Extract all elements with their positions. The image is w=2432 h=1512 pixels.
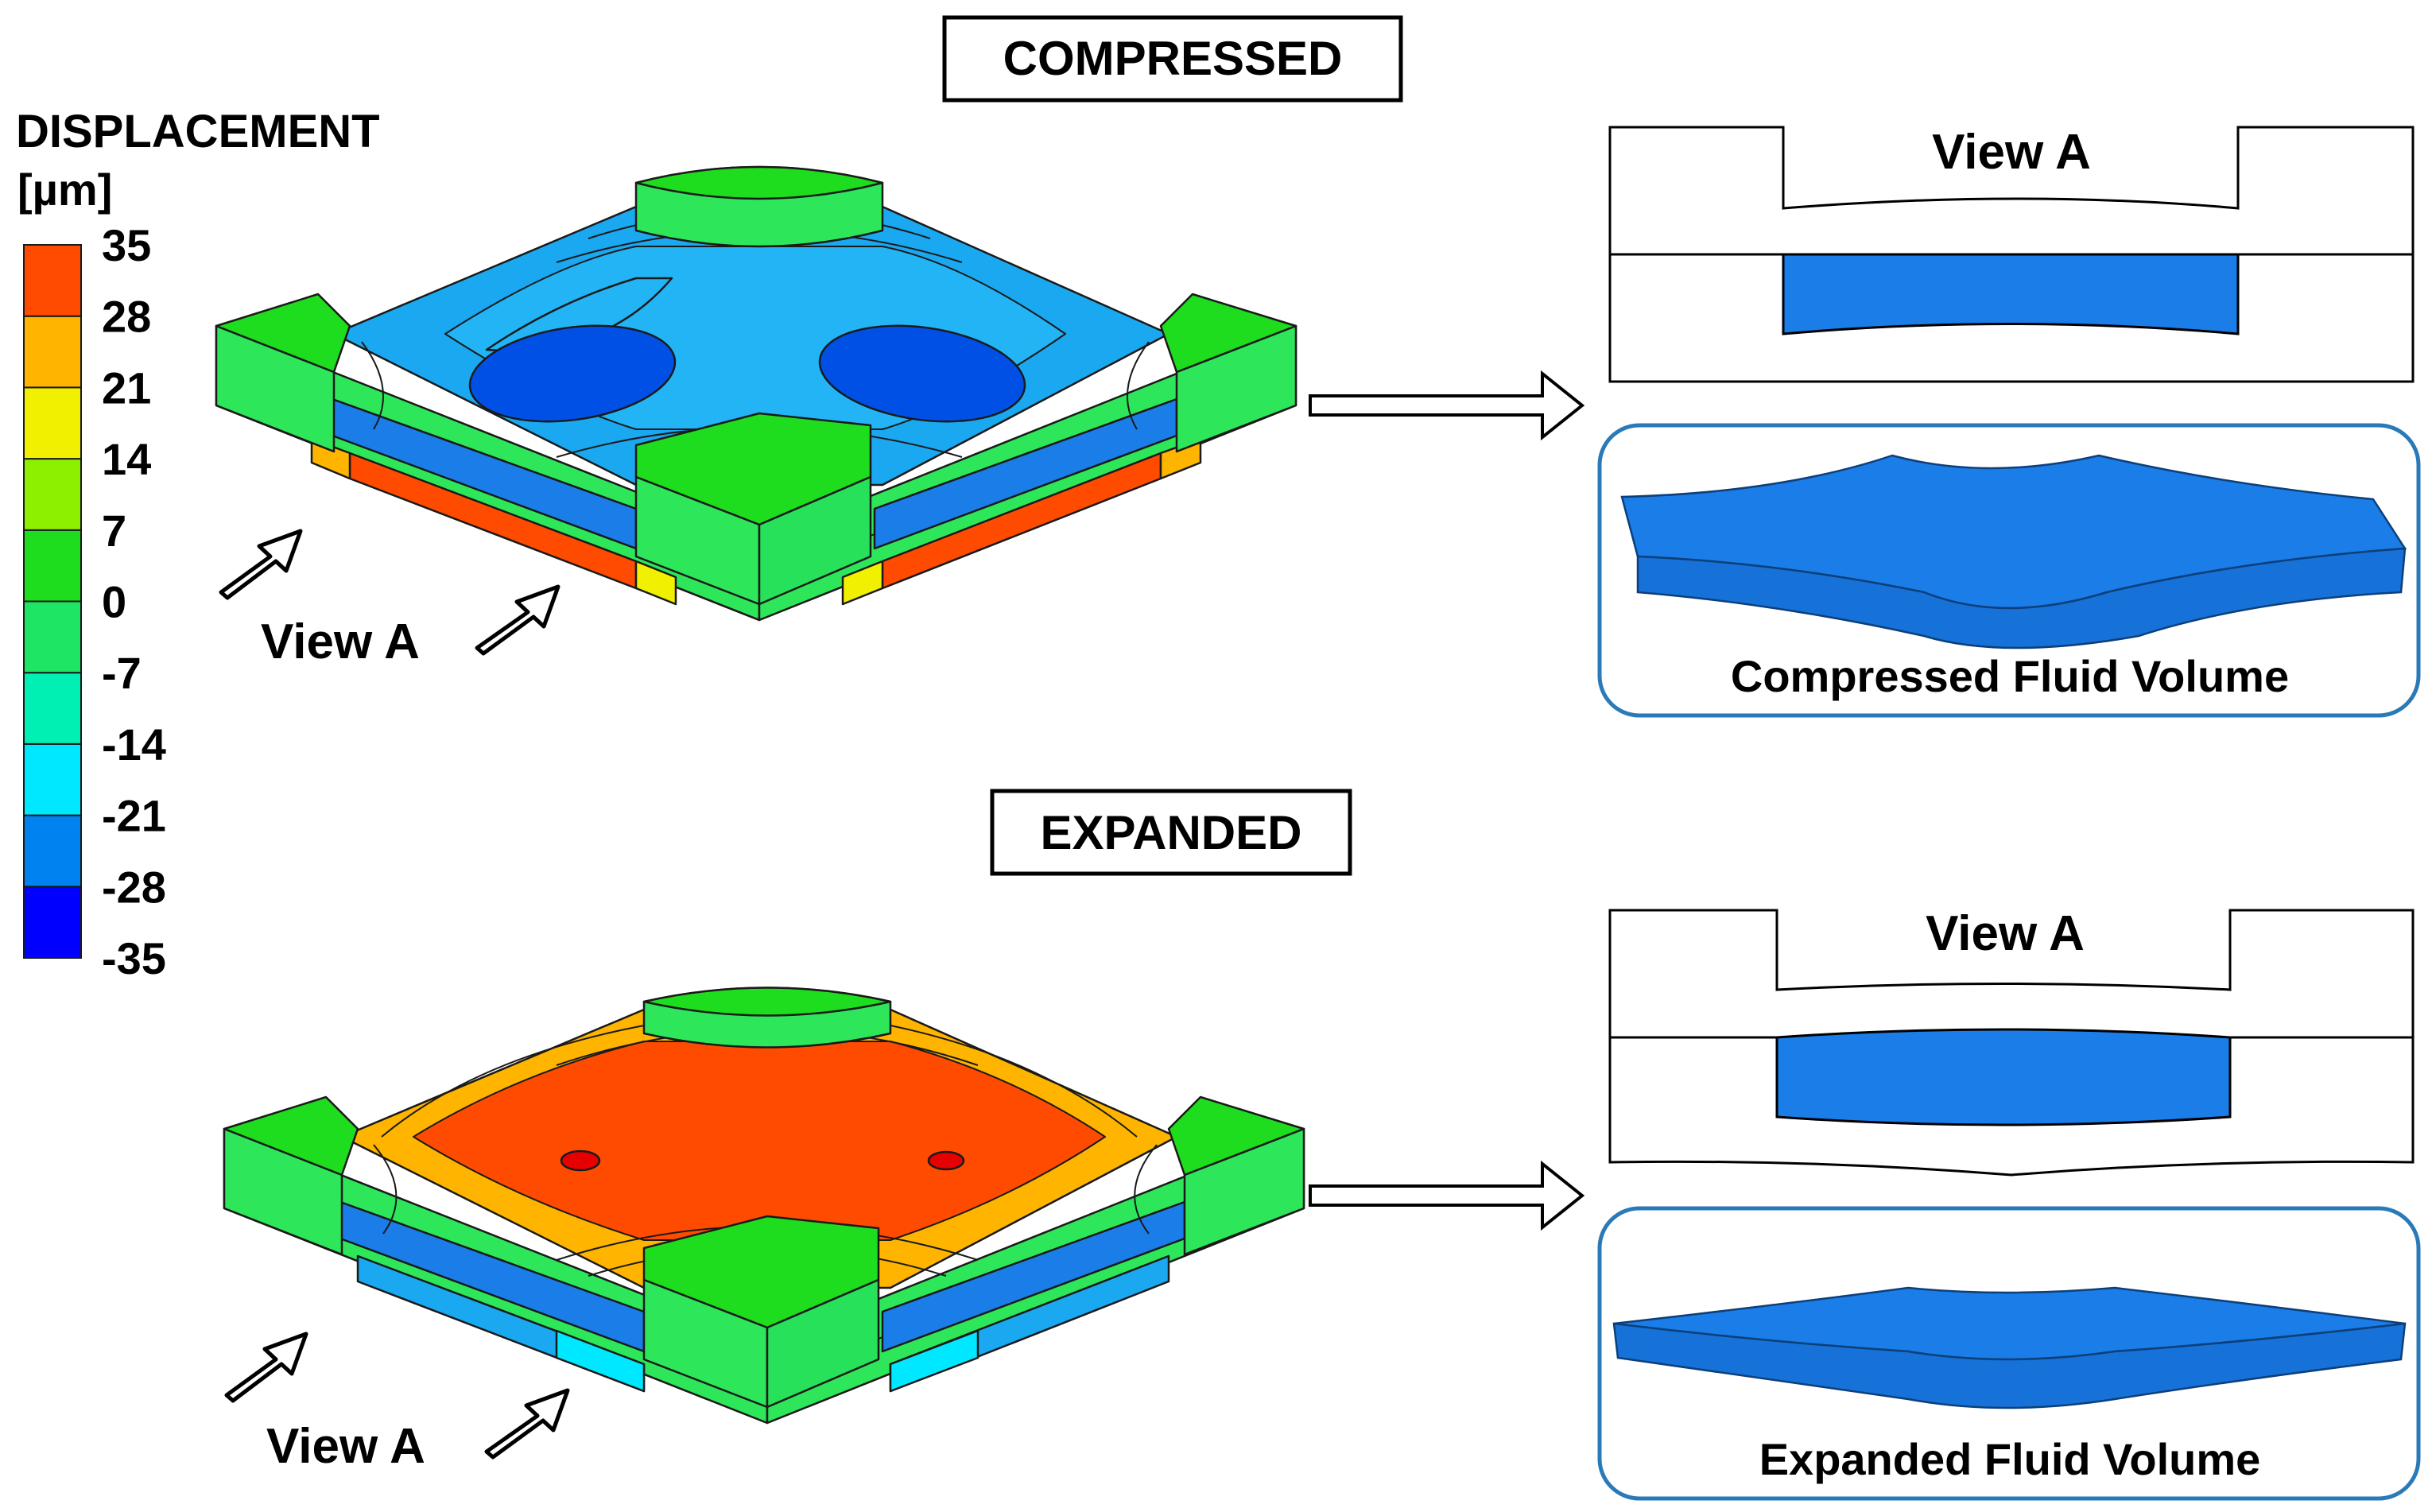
compressed-section: COMPRESSED [215,15,2421,718]
legend-color-step [23,886,82,960]
legend-color-step [23,244,82,317]
legend-tick-label: 21 [102,362,151,413]
legend-tick-label: 35 [102,220,151,270]
max-displacement-region-right [818,324,1026,423]
compressed-device-model [215,165,1297,622]
side-view-panel [1608,126,2415,383]
legend-tick-label: -21 [102,791,166,841]
legend-color-step [23,386,82,460]
legend-tick-label: 28 [102,292,151,342]
side-view-panel [1608,909,2415,1177]
view-arrow-icon [219,529,560,656]
expanded-label: EXPANDED [1041,806,1302,859]
side-view-label: View A [1926,906,2085,961]
legend-color-step [23,315,82,389]
legend-colorbar [23,244,82,960]
displacement-legend: DISPLACEMENT [µm] 35 28 21 14 7 0 -7 -14 -21 -28 -… [16,106,380,983]
compressed-label: COMPRESSED [1003,32,1343,85]
fluid-volume-caption: Expanded Fluid Volume [1759,1434,2261,1484]
legend-tick-labels: 35 28 21 14 7 0 -7 -14 -21 -28 -35 [102,220,166,983]
view-a-label: View A [261,614,420,669]
legend-tick-label: -28 [102,862,166,912]
legend-color-step [23,814,82,888]
flow-arrow-icon [1309,370,1585,441]
side-view-label: View A [1932,125,2091,180]
legend-color-step [23,672,82,745]
compressed-label-box [942,15,1403,103]
legend-color-step [23,742,82,816]
legend-tick-label: -35 [102,933,166,983]
flow-arrow-icon [1309,1160,1585,1231]
legend-tick-label: 14 [102,434,151,484]
expanded-label-box [990,789,1352,876]
legend-title: DISPLACEMENT [16,106,380,157]
expanded-section: EXPANDED [223,789,2421,1501]
legend-color-step [23,458,82,531]
legend-tick-label: -7 [102,648,142,698]
legend-tick-label: 7 [102,506,126,556]
legend-color-step [23,529,82,603]
fluid-volume-caption: Compressed Fluid Volume [1731,651,2289,701]
max-displacement-point-left [560,1150,601,1172]
max-displacement-point-right [927,1150,965,1171]
legend-tick-label: -14 [102,719,166,770]
view-a-label: View A [266,1419,425,1474]
legend-unit: [µm] [17,165,112,215]
expanded-device-model [223,987,1305,1425]
legend-color-step [23,600,82,674]
compressed-fluid-shape [1620,454,2407,649]
legend-tick-label: 0 [102,577,126,627]
expanded-fluid-shape [1612,1286,2407,1409]
max-displacement-region-left [468,324,677,423]
view-arrow-icon [224,1332,570,1460]
